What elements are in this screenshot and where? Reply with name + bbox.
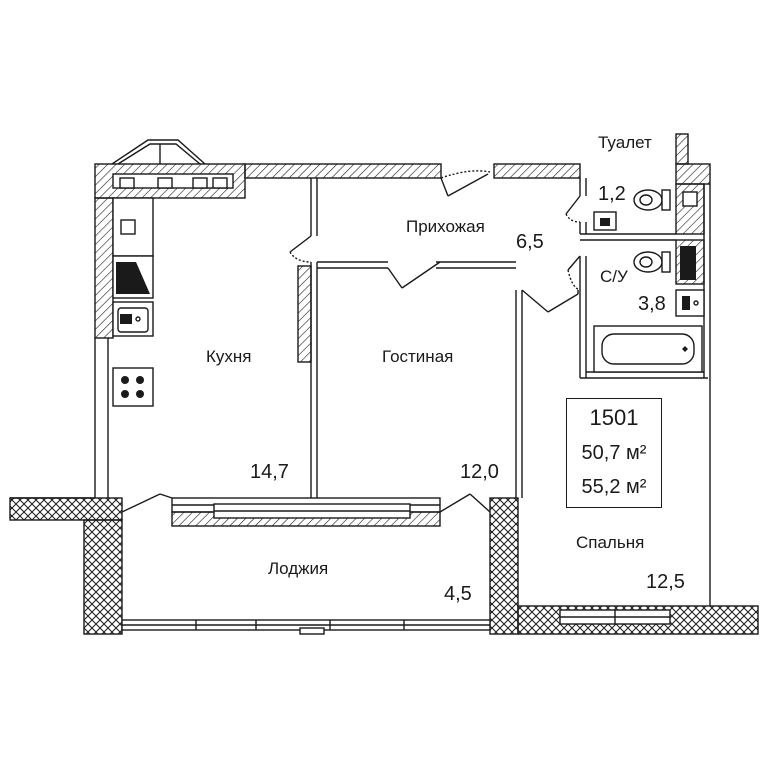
door-swing-icon (521, 289, 579, 313)
room-area-hall: 6,5 (516, 231, 544, 253)
room-area-bathroom: 3,8 (638, 293, 666, 315)
bedroom-bottom-wall (517, 605, 759, 635)
room-name-toilet: Туалет (598, 133, 652, 152)
room-name-loggia: Лоджия (268, 559, 329, 578)
room-area-toilet: 1,2 (598, 183, 626, 205)
partition-kitchen-living (297, 178, 318, 498)
apartment-number: 1501 (589, 405, 639, 430)
toilet-icon (633, 251, 671, 273)
sink-icon (675, 289, 705, 317)
loggia-rail (9, 497, 519, 635)
partition-hall-living (317, 261, 516, 269)
apartment-info-box: 1501 50,7 м² 55,2 м² (566, 398, 662, 508)
door-swing-icon (387, 261, 441, 289)
left-wall (94, 197, 114, 498)
sink-icon (593, 211, 617, 231)
door-swing-icon (439, 493, 491, 513)
apartment-total-area: 55,2 м² (581, 476, 647, 498)
stove-icon (112, 367, 154, 407)
top-wall-right (493, 133, 711, 185)
top-wall-left (94, 163, 246, 199)
window-icon (121, 619, 491, 635)
top-wall-middle (244, 163, 442, 179)
partition-living-bedroom (515, 290, 523, 498)
room-area-living: 12,0 (460, 461, 499, 483)
bathtub-icon (593, 325, 703, 373)
room-name-hall: Прихожая (406, 217, 485, 236)
door-swing-icon (565, 195, 581, 223)
room-name-bedroom: Спальня (576, 533, 645, 552)
room-name-bathroom: С/У (600, 267, 628, 286)
door-swing-icon (289, 235, 312, 263)
room-area-bedroom: 12,5 (646, 571, 685, 593)
sink-icon (112, 301, 154, 337)
room-area-loggia: 4,5 (444, 583, 472, 605)
door-swing-icon (440, 170, 491, 197)
room-name-kitchen: Кухня (206, 347, 252, 366)
window-icon (171, 497, 441, 527)
room-area-kitchen: 14,7 (250, 461, 289, 483)
window-icon (111, 139, 206, 165)
ventilation-shaft-icon (112, 255, 154, 299)
apartment-living-area: 50,7 м² (581, 442, 647, 464)
toilet-icon (633, 189, 671, 211)
door-swing-icon (567, 255, 581, 291)
room-name-living: Гостиная (382, 347, 454, 366)
ventilation-shaft-icon (675, 239, 705, 285)
door-swing-icon (121, 493, 173, 513)
